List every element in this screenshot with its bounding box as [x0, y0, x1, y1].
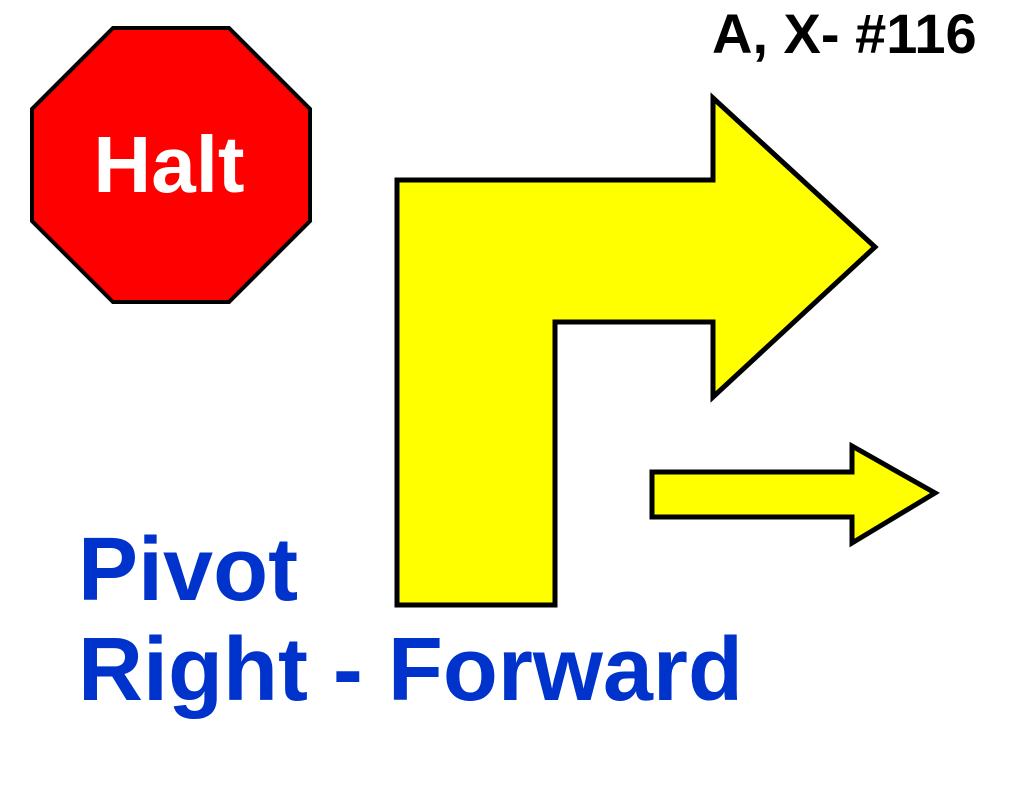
instruction-line-1: Pivot: [78, 520, 299, 620]
sign-id: A, X- #116: [712, 2, 977, 65]
forward-arrow-icon: [649, 441, 940, 548]
instruction-line-2: Right - Forward: [78, 620, 743, 720]
halt-sign: Halt: [30, 26, 312, 304]
stop-sign-icon: [30, 26, 312, 304]
pivot-right-arrow-icon: [394, 92, 879, 608]
instruction-text: Pivot Right - Forward: [78, 520, 743, 720]
halt-label: Halt: [93, 120, 245, 209]
